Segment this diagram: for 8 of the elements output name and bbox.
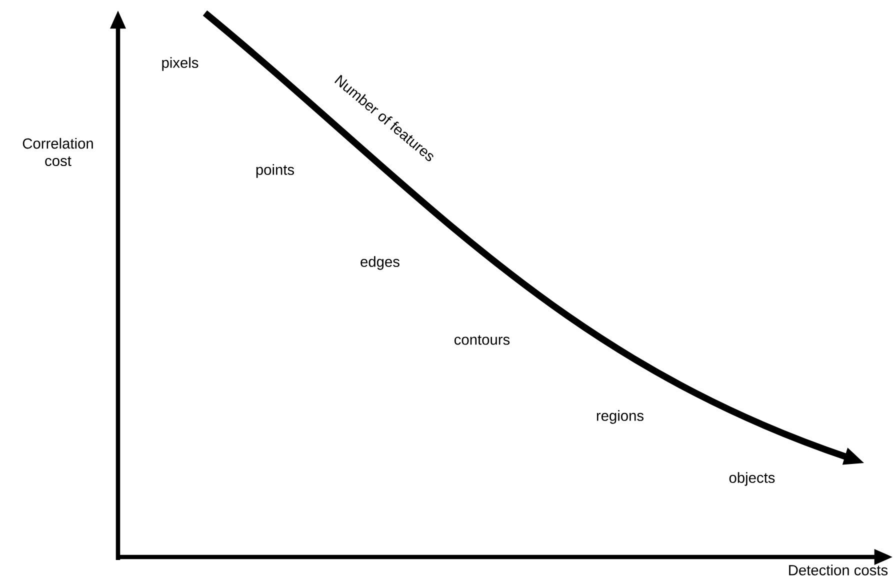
feature-label: regions — [596, 410, 644, 424]
feature-label: pixels — [162, 57, 198, 71]
axis-title: Detection costs — [789, 564, 888, 576]
feature-label: points — [256, 164, 294, 178]
feature-label: edges — [360, 256, 400, 270]
feature-label: objects — [729, 472, 775, 486]
axis-title: Correlation cost — [22, 138, 93, 166]
feature-label: contours — [454, 335, 510, 345]
